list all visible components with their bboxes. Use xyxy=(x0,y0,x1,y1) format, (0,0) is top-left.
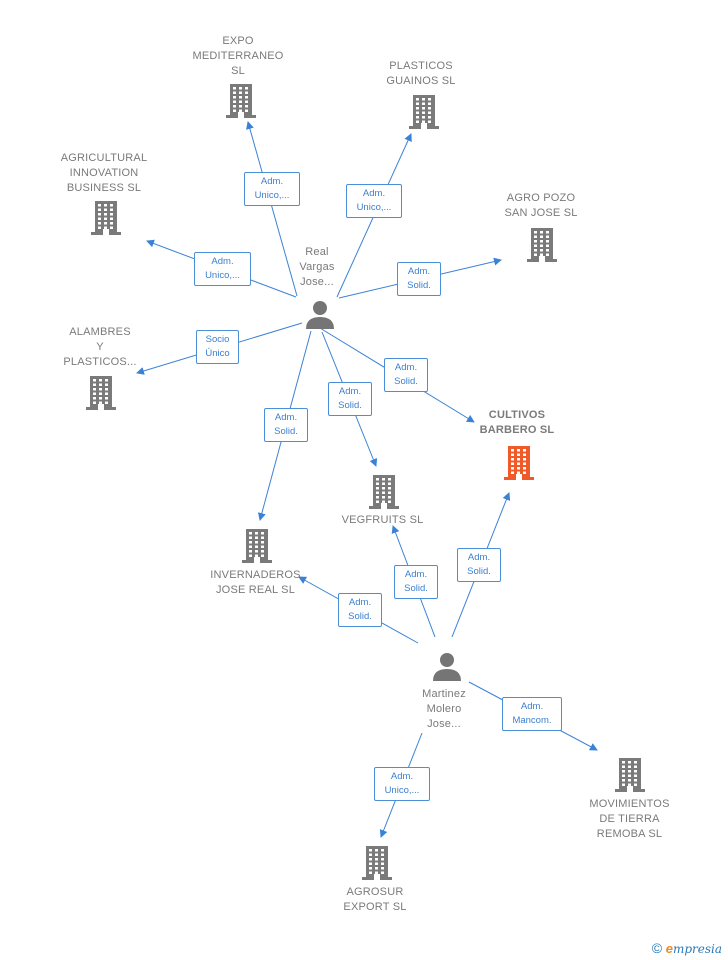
relation-label[interactable]: Adm. Solid. xyxy=(338,593,382,627)
building-icon xyxy=(362,846,392,885)
empresia-logo[interactable]: © empresia xyxy=(652,940,722,956)
relation-edge xyxy=(246,121,298,297)
building-icon xyxy=(409,95,439,134)
person-label: Real Vargas Jose... xyxy=(299,246,335,288)
relation-label[interactable]: Adm. Solid. xyxy=(397,262,441,296)
company-label: AGROSUR EXPORT SL xyxy=(343,886,407,913)
company-label: ALAMBRES Y PLASTICOS... xyxy=(63,326,137,368)
company-label: CULTIVOS BARBERO SL xyxy=(479,409,555,436)
brand-initial: e xyxy=(665,941,673,956)
building-icon xyxy=(242,529,272,568)
company-label: AGRO POZO SAN JOSE SL xyxy=(504,192,578,219)
relation-label[interactable]: Adm. Solid. xyxy=(384,358,428,392)
building-icon xyxy=(369,475,399,514)
company-label: VEGFRUITS SL xyxy=(341,514,424,526)
building-icon xyxy=(226,84,256,123)
building-icon xyxy=(91,201,121,240)
relation-label[interactable]: Adm. Mancom. xyxy=(502,697,562,731)
person-icon xyxy=(432,652,462,687)
relation-label[interactable]: Adm. Solid. xyxy=(264,408,308,442)
relation-label[interactable]: Adm. Unico,... xyxy=(374,767,430,801)
relation-label[interactable]: Adm. Unico,... xyxy=(244,172,300,206)
relation-label[interactable]: Adm. Solid. xyxy=(328,382,372,416)
company-label: AGRICULTURAL INNOVATION BUSINESS SL xyxy=(60,152,148,194)
building-icon xyxy=(86,376,116,415)
person-label: Martinez Molero Jose... xyxy=(422,688,466,730)
copyright-icon: © xyxy=(651,940,663,956)
relation-label[interactable]: Socio Único xyxy=(196,330,239,364)
relation-label[interactable]: Adm. Solid. xyxy=(457,548,501,582)
building-icon xyxy=(527,228,557,267)
company-label: PLASTICOS GUAINOS SL xyxy=(386,60,456,87)
relation-label[interactable]: Adm. Unico,... xyxy=(194,252,251,286)
relation-label[interactable]: Adm. Solid. xyxy=(394,565,438,599)
building-icon xyxy=(615,758,645,797)
company-label: EXPO MEDITERRANEO SL xyxy=(192,35,284,77)
brand-name: mpresia xyxy=(672,942,722,956)
building-icon xyxy=(504,446,534,485)
relation-label[interactable]: Adm. Unico,... xyxy=(346,184,402,218)
company-label: INVERNADEROS JOSE REAL SL xyxy=(210,569,301,596)
company-label: MOVIMIENTOS DE TIERRA REMOBA SL xyxy=(589,798,670,840)
person-icon xyxy=(305,300,335,335)
